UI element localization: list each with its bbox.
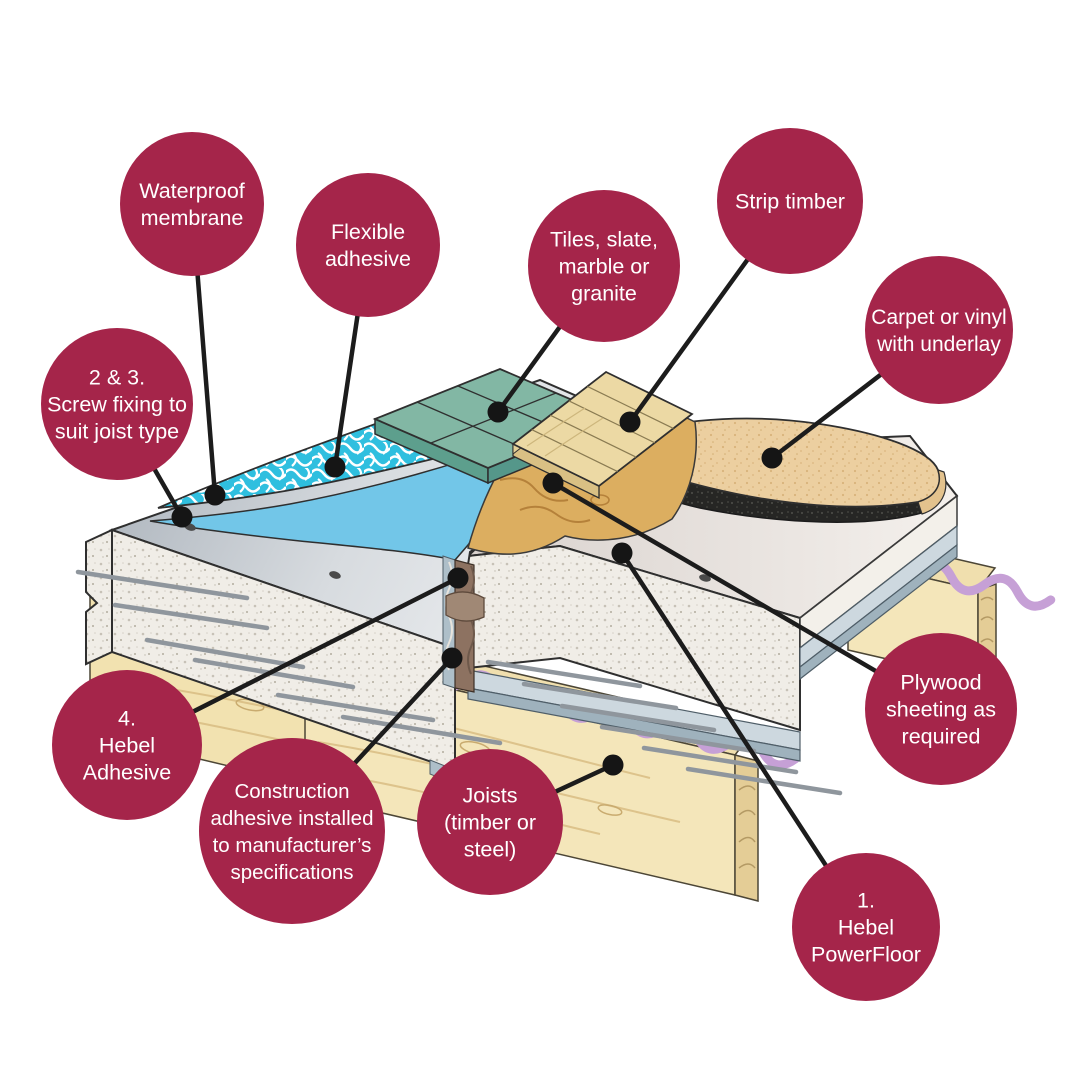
leader-line [189, 575, 461, 715]
callout-strip-timber: Strip timber [619, 128, 863, 433]
leader-line [195, 270, 218, 498]
rebar-rod [521, 681, 679, 711]
rebar-rod [340, 714, 503, 746]
leader-dot [204, 484, 226, 506]
leader-line [550, 480, 881, 675]
hebel-panel-right [465, 417, 959, 762]
leader-dot [602, 754, 624, 776]
leader-line [619, 550, 830, 870]
callout-bubble [865, 256, 1013, 404]
leader-dot [441, 647, 463, 669]
rebar-rod [485, 659, 643, 689]
leader-dot [761, 447, 783, 469]
callout-bubble [792, 853, 940, 1001]
screw-head [329, 571, 341, 579]
plywood-sheeting-layer [799, 543, 958, 681]
leader-line [627, 255, 752, 425]
rebar-rod [192, 657, 356, 690]
callout-bubble [120, 132, 264, 276]
wood-knot [597, 804, 623, 816]
leader-dot [619, 411, 641, 433]
callout-bubble [865, 633, 1017, 785]
rebar-rod [275, 692, 436, 723]
rebar-rod [112, 602, 270, 631]
carpet-edge [917, 469, 947, 515]
plywood-sheeting-layer [467, 687, 801, 762]
rebar-rod [144, 637, 306, 670]
callout-bubble [52, 670, 202, 820]
leader-line [332, 311, 361, 470]
leader-line [495, 322, 564, 415]
plywood-knot [590, 494, 610, 506]
leader-line [551, 762, 616, 795]
leader-dot [542, 472, 564, 494]
reinforcement-rods [75, 569, 843, 796]
leader-dot [487, 401, 509, 423]
callout-bubble [717, 128, 863, 274]
rebar-rod [559, 703, 717, 733]
callout-bubble [296, 173, 440, 317]
joint-tongue [445, 591, 485, 622]
leader-dot [171, 506, 193, 528]
callout-bubble [528, 190, 680, 342]
leader-line [769, 370, 885, 461]
leader-dot [324, 456, 346, 478]
leader-line [350, 655, 455, 768]
callout-bubble [417, 749, 563, 895]
rebar-rod [599, 724, 757, 754]
callout-label: Strip timber [735, 190, 845, 214]
leader-dot [611, 542, 633, 564]
callout-bubble [199, 738, 385, 924]
hebel-panel-left [85, 368, 698, 785]
joist-end-grain [980, 596, 994, 663]
leader-dot [447, 567, 469, 589]
joist-end-grain [738, 785, 756, 869]
panel-end-face [85, 528, 113, 666]
screw-head [699, 574, 711, 582]
rebar-rod [641, 745, 799, 775]
callout-bubble [41, 328, 193, 480]
rebar-rod [75, 569, 250, 601]
rebar-rod [685, 766, 843, 796]
